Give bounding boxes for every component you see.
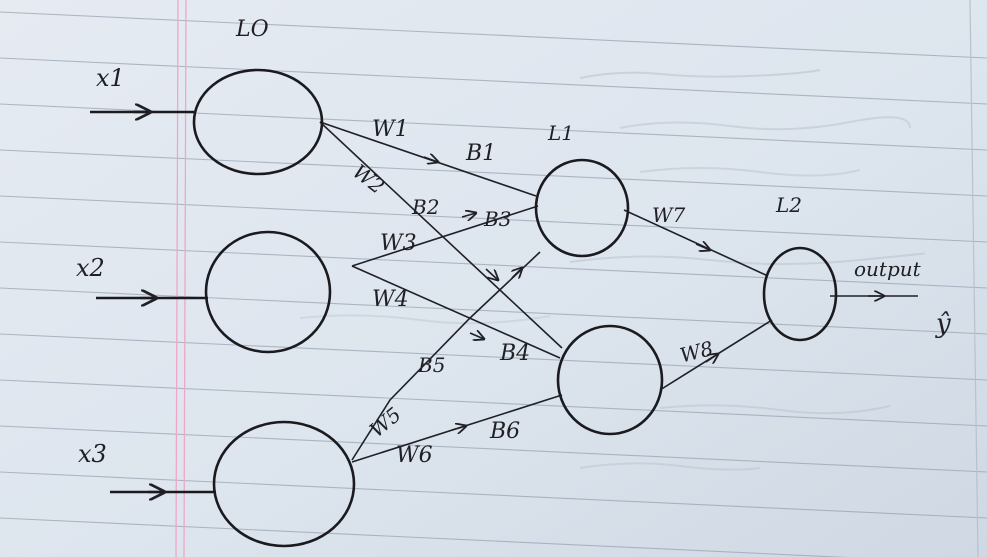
input-node-1 bbox=[192, 68, 324, 176]
layer-label-output: L2 bbox=[775, 193, 802, 217]
input-label-x1: x1 bbox=[96, 64, 125, 92]
layer-label-hidden: L1 bbox=[547, 121, 574, 145]
edge-w4 bbox=[351, 265, 561, 359]
margin-line bbox=[175, 0, 179, 557]
bias-label-b5: B5 bbox=[417, 353, 445, 377]
bias-label-b1: B1 bbox=[465, 141, 496, 166]
layer-label-input: LO bbox=[235, 17, 269, 42]
page-edge bbox=[969, 0, 979, 557]
output-symbol: ŷ bbox=[935, 309, 951, 339]
nodes bbox=[192, 68, 838, 548]
output-label: output bbox=[854, 257, 922, 281]
weight-label-w1: W1 bbox=[372, 117, 409, 142]
margin-line bbox=[183, 0, 187, 557]
hidden-node-1 bbox=[534, 158, 630, 258]
input-label-x3: x3 bbox=[78, 440, 107, 468]
edge-w5 bbox=[351, 251, 541, 461]
weight-label-w3: W3 bbox=[380, 231, 417, 256]
bias-label-b6: B6 bbox=[489, 419, 520, 444]
input-arrows bbox=[90, 112, 216, 492]
input-label-x2: x2 bbox=[76, 254, 105, 282]
weight-label-w4: W4 bbox=[372, 287, 409, 312]
bias-label-b4: B4 bbox=[499, 341, 530, 366]
connections bbox=[319, 121, 773, 463]
output-node bbox=[762, 246, 838, 342]
weight-label-w6: W6 bbox=[396, 443, 433, 468]
input-node-3 bbox=[212, 420, 356, 548]
bleed-through-writing bbox=[299, 69, 925, 471]
input-node-2 bbox=[204, 230, 332, 354]
edge-w3 bbox=[351, 205, 539, 267]
hidden-node-2 bbox=[556, 324, 664, 436]
bias-label-b2: B2 bbox=[411, 195, 439, 219]
bias-label-b3: B3 bbox=[483, 207, 511, 231]
weight-label-w7: W7 bbox=[652, 203, 686, 227]
edge-w2 bbox=[319, 121, 563, 349]
edge-w7 bbox=[623, 209, 769, 277]
